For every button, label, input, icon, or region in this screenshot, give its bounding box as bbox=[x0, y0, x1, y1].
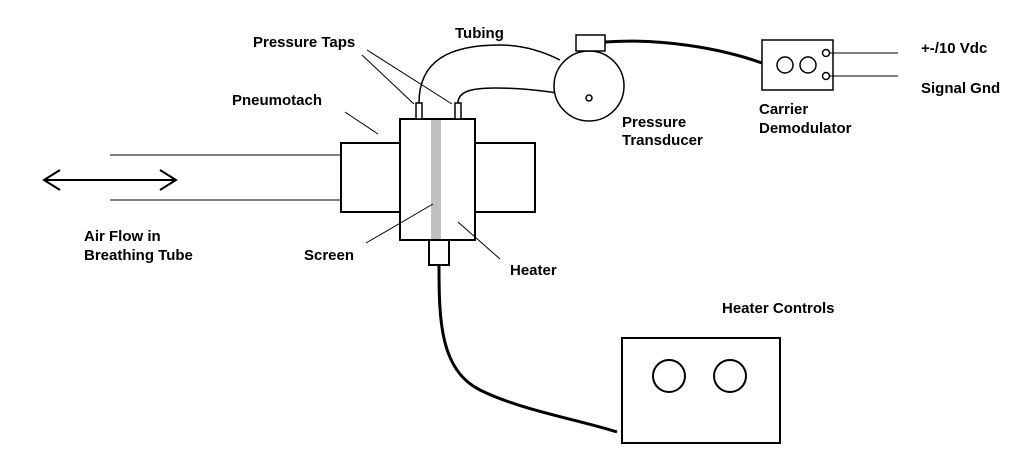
heater-cable bbox=[437, 264, 618, 434]
transducer-cable bbox=[604, 39, 763, 65]
carrier-demodulator bbox=[761, 39, 834, 91]
pneumotach-body bbox=[340, 118, 536, 266]
air-flow-arrow bbox=[42, 169, 178, 191]
left-flange bbox=[340, 142, 401, 213]
heater-controls-box bbox=[621, 337, 781, 444]
label-heater-controls: Heater Controls bbox=[722, 300, 835, 317]
pressure-taps bbox=[415, 102, 462, 120]
right-flange bbox=[474, 142, 536, 213]
pressure-transducer bbox=[553, 34, 625, 122]
screen-element bbox=[431, 120, 441, 239]
label-heater: Heater bbox=[510, 262, 557, 279]
label-pressure-transducer-2: Transducer bbox=[622, 132, 703, 149]
transducer-connector bbox=[575, 34, 606, 52]
heater-knob-1 bbox=[652, 359, 686, 393]
breathing-tube bbox=[110, 154, 341, 201]
heater-knob-2 bbox=[713, 359, 747, 393]
label-air-flow-2: Breathing Tube bbox=[84, 247, 193, 264]
label-pneumotach: Pneumotach bbox=[232, 92, 322, 109]
label-carrier-demodulator-2: Demodulator bbox=[759, 120, 852, 137]
label-air-flow-1: Air Flow in bbox=[84, 228, 161, 245]
label-supply-voltage: +-/10 Vdc bbox=[921, 40, 987, 57]
leader-lines bbox=[344, 49, 501, 260]
label-signal-ground: Signal Gnd bbox=[921, 80, 1000, 97]
label-pressure-taps: Pressure Taps bbox=[253, 34, 355, 51]
label-carrier-demodulator-1: Carrier bbox=[759, 101, 808, 118]
transducer-port bbox=[585, 94, 593, 102]
label-tubing: Tubing bbox=[455, 25, 504, 42]
label-screen: Screen bbox=[304, 247, 354, 264]
label-pressure-transducer-1: Pressure bbox=[622, 114, 686, 131]
output-lines bbox=[830, 52, 898, 77]
heater-connector bbox=[428, 239, 450, 266]
